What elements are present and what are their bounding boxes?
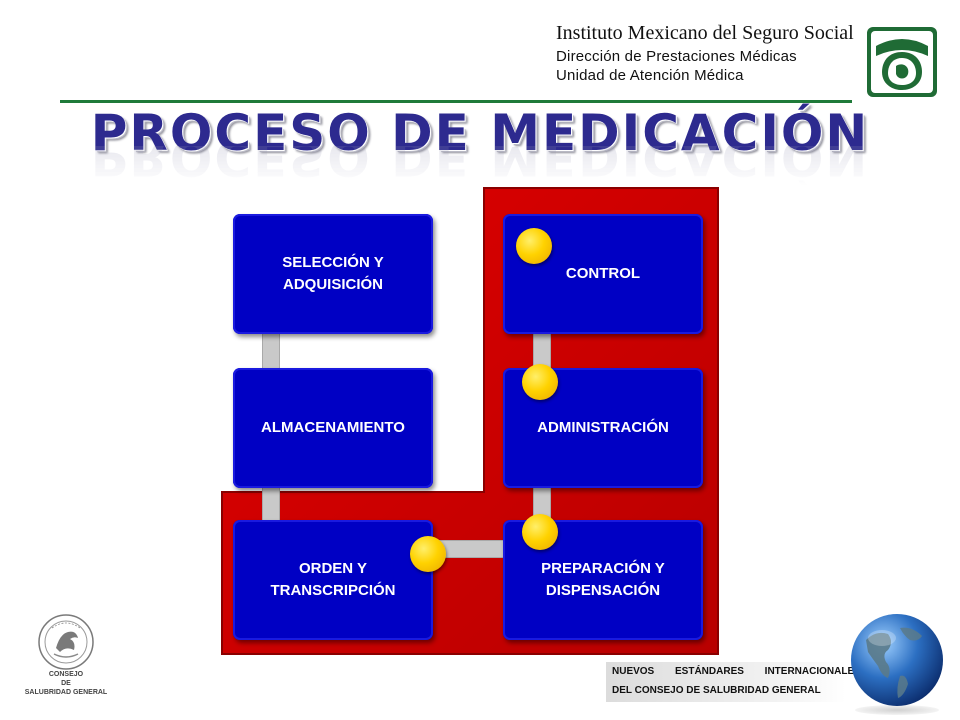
footer-banner-line2: DEL CONSEJO DE SALUBRIDAD GENERAL [612, 685, 821, 696]
consejo-label: CONSEJO DE SALUBRIDAD GENERAL [20, 670, 112, 697]
imss-logo-icon [867, 27, 937, 97]
step-seleccion-adquisicion: SELECCIÓN Y ADQUISICIÓN [233, 214, 433, 334]
consejo-line: DE [61, 680, 71, 687]
step-almacenamiento: ALMACENAMIENTO [233, 368, 433, 488]
step-orden-transcripcion: ORDEN Y TRANSCRIPCIÓN [233, 520, 433, 640]
direction-name: Dirección de Prestaciones Médicas [556, 48, 797, 65]
footer-banner-line1: NUEVOS ESTÁNDARES INTERNACIONALES [612, 666, 861, 677]
page-title: PROCESO DE MEDICACIÓN [90, 104, 870, 162]
unit-name: Unidad de Atención Médica [556, 67, 744, 84]
header-rule [60, 100, 852, 103]
marker-administracion [522, 364, 558, 400]
step-administracion: ADMINISTRACIÓN [503, 368, 703, 488]
footer-banner [606, 662, 846, 702]
mexican-coat-of-arms-seal-icon [38, 614, 94, 670]
consejo-line: CONSEJO [48, 671, 84, 678]
globe-icon [851, 614, 943, 715]
marker-control [516, 228, 552, 264]
consejo-line: SALUBRIDAD GENERAL [24, 689, 108, 696]
institution-name: Instituto Mexicano del Seguro Social [556, 22, 854, 44]
marker-preparacion-dispensacion [522, 514, 558, 550]
marker-orden-transcripcion [410, 536, 446, 572]
